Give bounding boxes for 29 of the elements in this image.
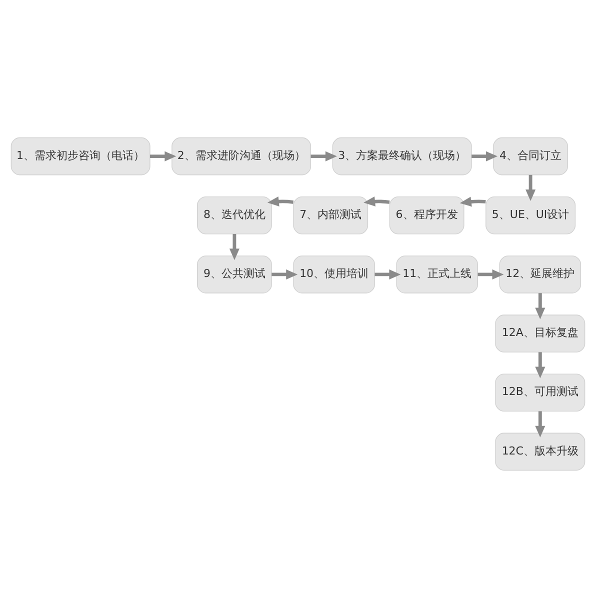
node-box: 9、公共测试: [197, 256, 272, 294]
node-box: 12、延展维护: [499, 256, 582, 294]
arrow: [364, 196, 390, 206]
node-box: 11、正式上线: [396, 256, 478, 294]
arrow: [472, 151, 498, 162]
node-box: 8、迭代优化: [197, 196, 272, 234]
arrow: [310, 151, 337, 162]
arrow: [526, 174, 536, 202]
node-box: 12C、版本升级: [495, 432, 586, 471]
node-box: 3、方案最终确认（现场）: [332, 137, 472, 176]
node-box: 5、UE、UI设计: [486, 196, 576, 234]
node-box: 4、合同订立: [493, 137, 568, 176]
node-box: 12B、可用测试: [495, 374, 586, 412]
arrow: [267, 196, 294, 206]
arrow: [478, 269, 504, 280]
arrow: [460, 196, 486, 207]
arrow: [150, 151, 176, 162]
arrow: [272, 269, 298, 280]
arrow: [374, 269, 401, 280]
node-box: 2、需求进阶沟通（现场）: [172, 137, 312, 176]
node-box: 7、内部测试: [293, 196, 368, 234]
arrow: [535, 352, 546, 378]
node-box: 6、程序开发: [389, 196, 464, 234]
node-box: 12A、目标复盘: [495, 314, 586, 352]
arrow: [535, 411, 546, 438]
node-box: 1、需求初步咨询（电话）: [10, 137, 150, 176]
arrow: [535, 293, 546, 320]
node-box: 10、使用培训: [293, 256, 375, 294]
arrow: [229, 234, 240, 260]
